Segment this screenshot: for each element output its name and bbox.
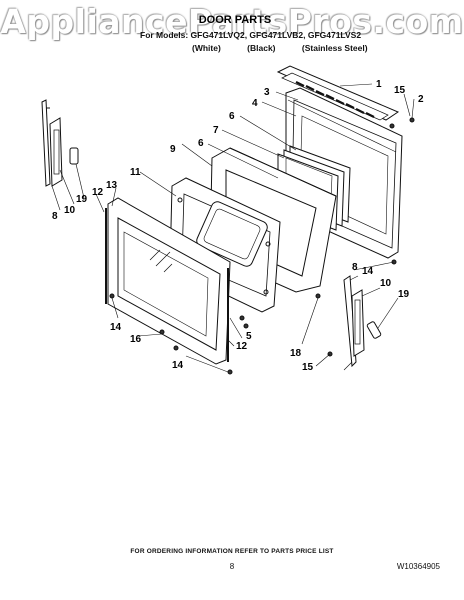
callout-13: 13 [106,180,118,191]
gasket-strips [105,208,229,362]
callout-9: 9 [170,144,176,155]
callout-19-left: 19 [76,194,88,205]
variant-white: (White) [192,43,221,53]
model-list: For Models: GFG471LVQ2, GFG471LVB2, GFG4… [140,30,362,40]
callout-19-right: 19 [398,289,410,300]
callout-18: 18 [290,348,302,359]
leader-lines [51,83,415,373]
callout-10-left: 10 [64,205,76,216]
callout-12-right: 12 [236,341,248,352]
page-number: 8 [229,562,235,571]
color-variants: (White) (Black) (Stainless Steel) [192,43,368,53]
callout-14-left: 14 [110,322,122,333]
callout-3: 3 [264,87,270,98]
callout-14-bottom: 14 [172,360,184,371]
variant-stainless: (Stainless Steel) [301,43,368,53]
callout-4: 4 [252,98,258,109]
document-number: W10364905 [396,562,440,571]
callout-6-upper: 6 [229,111,235,122]
vent-slots [295,81,375,118]
ordering-note: FOR ORDERING INFORMATION REFER TO PARTS … [130,548,334,555]
callout-12-left: 12 [92,187,104,198]
variant-black: (Black) [247,43,276,53]
callout-1: 1 [376,79,382,90]
callout-11: 11 [130,167,141,178]
callout-15-top: 15 [394,85,406,96]
right-hinge-assembly [343,275,382,368]
callout-14-right: 14 [362,266,374,277]
callout-2: 2 [418,94,424,105]
diagram-title: DOOR PARTS [198,14,272,26]
callout-7: 7 [213,125,219,136]
outer-glass-assembly [107,197,231,365]
callout-8-left: 8 [52,211,58,222]
callout-5: 5 [246,331,252,342]
door-top-trim [276,65,400,121]
watermark-text: AppliancePartsPros.com [0,2,464,41]
callout-15-bottom: 15 [302,362,314,373]
callout-8-right: 8 [352,262,358,273]
callout-16: 16 [130,334,142,345]
callout-labels: 1 2 3 4 5 6 6 7 8 8 9 10 10 11 12 12 13 … [52,79,424,373]
left-hinge-assembly [41,99,79,187]
callout-10-right: 10 [380,278,392,289]
callout-6-lower: 6 [198,138,204,149]
door-parts-exploded-view: 1 2 3 4 5 6 6 7 8 8 9 10 10 11 12 12 13 … [41,65,424,375]
